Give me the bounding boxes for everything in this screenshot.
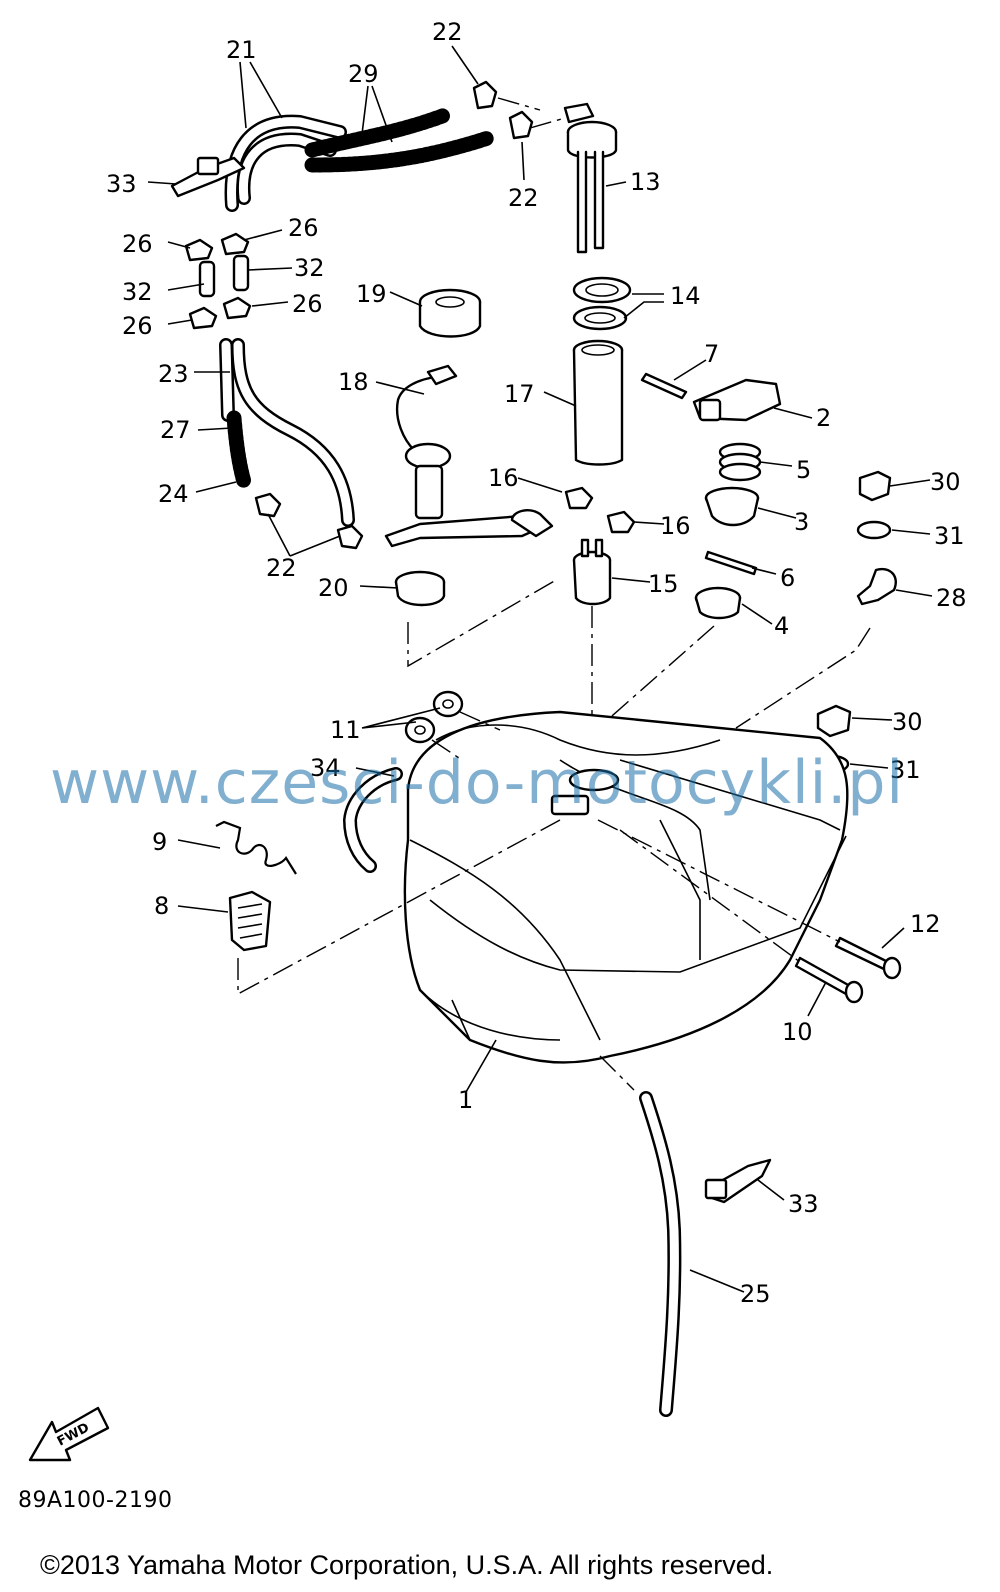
callout-19: 19	[356, 280, 387, 308]
leader-lines	[147, 45, 933, 1293]
hose-23	[231, 338, 355, 527]
callout-27: 27	[160, 416, 191, 444]
callout-22-top: 22	[432, 18, 463, 46]
spring-9	[215, 820, 297, 875]
callout-26-b: 26	[288, 214, 319, 242]
callout-34: 34	[310, 754, 341, 782]
callout-26-c: 26	[122, 312, 153, 340]
callout-23: 23	[158, 360, 189, 388]
bracket-28	[856, 567, 897, 606]
cap-4	[694, 586, 742, 620]
callout-2: 2	[816, 404, 831, 432]
fuel-tank-1	[403, 710, 849, 1064]
callout-7: 7	[704, 340, 719, 368]
callout-26-a: 26	[122, 230, 153, 258]
hose-34	[342, 767, 403, 873]
drawing-code: 89A100-2190	[18, 1488, 173, 1513]
pipe-17	[572, 339, 624, 466]
grommet-20	[394, 570, 446, 607]
callout-16-a: 16	[488, 464, 519, 492]
pin-7	[640, 372, 688, 400]
clip-16	[564, 486, 636, 534]
callout-33-bottom: 33	[788, 1190, 819, 1218]
callout-8: 8	[154, 892, 169, 920]
hose-25	[639, 1091, 682, 1417]
joints-26-32	[184, 232, 252, 330]
callout-14: 14	[670, 282, 701, 310]
callout-4: 4	[774, 612, 789, 640]
callout-32-b: 32	[294, 254, 325, 282]
callout-11: 11	[330, 716, 361, 744]
callout-30-top: 30	[930, 468, 961, 496]
callout-6: 6	[780, 564, 795, 592]
callout-15: 15	[648, 570, 679, 598]
pin-6	[704, 550, 758, 576]
callout-22-mid: 22	[508, 184, 539, 212]
hose-21	[224, 114, 347, 212]
callout-1: 1	[458, 1086, 473, 1114]
callout-30-bottom: 30	[892, 708, 923, 736]
clip-22-bottom	[254, 492, 364, 550]
callout-16-b: 16	[660, 512, 691, 540]
fuel-pump-18	[384, 364, 554, 548]
nut-30-top	[858, 470, 892, 502]
grommet-19	[418, 288, 482, 338]
fwd-arrow-icon	[28, 1406, 110, 1462]
clip-22-top	[472, 80, 534, 140]
callout-18: 18	[338, 368, 369, 396]
callout-25: 25	[740, 1280, 771, 1308]
callout-10: 10	[782, 1018, 813, 1046]
callout-9: 9	[152, 828, 167, 856]
callout-31-top: 31	[934, 522, 965, 550]
cable-tie-33-bottom	[704, 1158, 772, 1204]
watermark-url: www.czesci-do-motocykli.pl	[50, 748, 905, 818]
bracket-2	[692, 378, 782, 422]
bolt-12	[834, 936, 902, 980]
callout-24: 24	[158, 480, 189, 508]
callout-13: 13	[630, 168, 661, 196]
fuel-filter-15	[572, 538, 612, 606]
bolt-10	[794, 956, 864, 1004]
nut-14	[572, 276, 632, 331]
callout-28: 28	[936, 584, 967, 612]
corrugated-hose-27	[219, 338, 252, 490]
spring-5	[718, 442, 762, 482]
callout-26-d: 26	[292, 290, 323, 318]
fuel-sender-13	[563, 102, 618, 254]
callout-33-top: 33	[106, 170, 137, 198]
callout-29: 29	[348, 60, 379, 88]
copyright-notice: ©2013 Yamaha Motor Corporation, U.S.A. A…	[40, 1550, 774, 1580]
cable-tie-33-top	[170, 156, 246, 198]
nut-30-bottom	[816, 704, 852, 738]
callout-20: 20	[318, 574, 349, 602]
corrugated-hose-29	[304, 107, 496, 173]
grommet-11	[404, 690, 464, 744]
callout-5: 5	[796, 456, 811, 484]
callout-21: 21	[226, 36, 257, 64]
callout-numbers: 21 29 22 22 13 33 26 26 32 32 26 26 19 1…	[106, 18, 967, 1308]
washer-31-top	[856, 520, 892, 540]
callout-22-bottom: 22	[266, 554, 297, 582]
callout-32-a: 32	[122, 278, 153, 306]
callout-31-bottom: 31	[890, 756, 921, 784]
callout-17: 17	[504, 380, 535, 408]
callout-12: 12	[910, 910, 941, 938]
collar-3	[704, 486, 760, 527]
damper-8	[228, 890, 272, 952]
callout-3: 3	[794, 508, 809, 536]
